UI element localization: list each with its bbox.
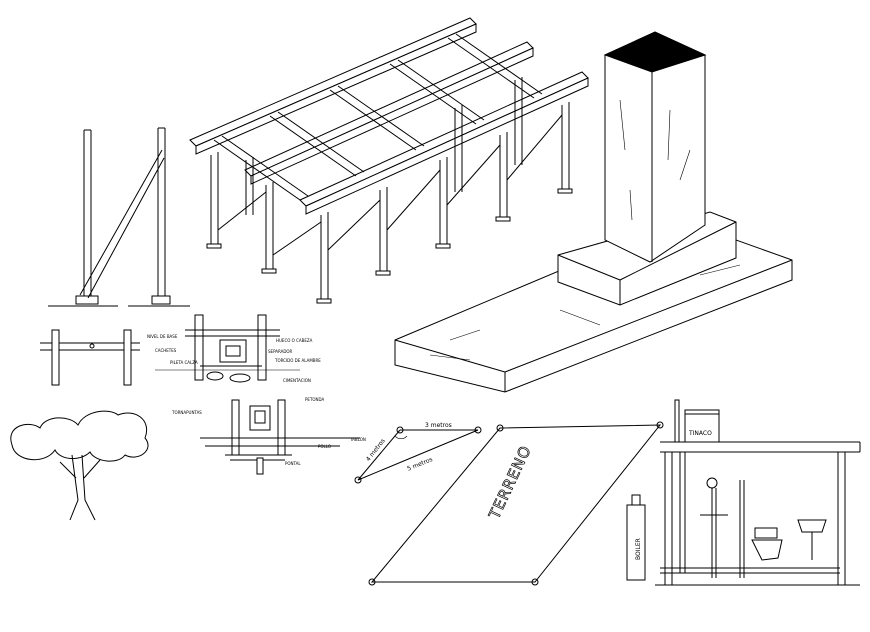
label-separador: SEPARADOR: [268, 349, 293, 354]
label-tablon: TABLON: [349, 437, 366, 442]
label-pontal: PONTAL: [285, 461, 301, 466]
plumbing-section: TINACO BOILER: [626, 399, 861, 586]
label-cachetes: CACHETES: [155, 348, 177, 353]
tree-drawing: [10, 410, 149, 521]
label-pileta-calza: PILETA CALZA: [170, 360, 198, 365]
lot-label: TERRENO: [485, 442, 535, 522]
braced-post-drawing: [79, 127, 190, 307]
measure-side-a: 3 metros: [425, 422, 452, 429]
formwork-shoring-structure: [189, 17, 589, 304]
tank-label: TINACO: [688, 430, 712, 437]
label-tornapuntas: TORNAPUNTAS: [171, 410, 202, 415]
pillar-on-footing: [394, 31, 793, 393]
wall-formwork-elevation: [40, 329, 140, 386]
label-nivel-base: NIVEL DE BASE: [147, 334, 178, 339]
label-petonda: PETONDA: [305, 397, 325, 402]
label-torcido-alambre: TORCIDO DE ALAMBRE: [274, 358, 321, 363]
column-formwork-section: NIVEL DE BASE CACHETES PILETA CALZA HUEC…: [147, 314, 321, 383]
post-elevation-drawing: [48, 129, 118, 307]
label-hueco-cabeza: HUECO O CABEZA: [276, 338, 313, 343]
label-cimentacion: CIMENTACION: [283, 378, 311, 383]
beam-formwork-section: TORNAPUNTAS PETONDA TABLON POLLO PONTAL: [171, 397, 366, 475]
label-pollo: POLLO: [318, 444, 331, 449]
lot-layout: TERRENO: [368, 421, 664, 586]
heater-label: BOILER: [635, 538, 642, 560]
